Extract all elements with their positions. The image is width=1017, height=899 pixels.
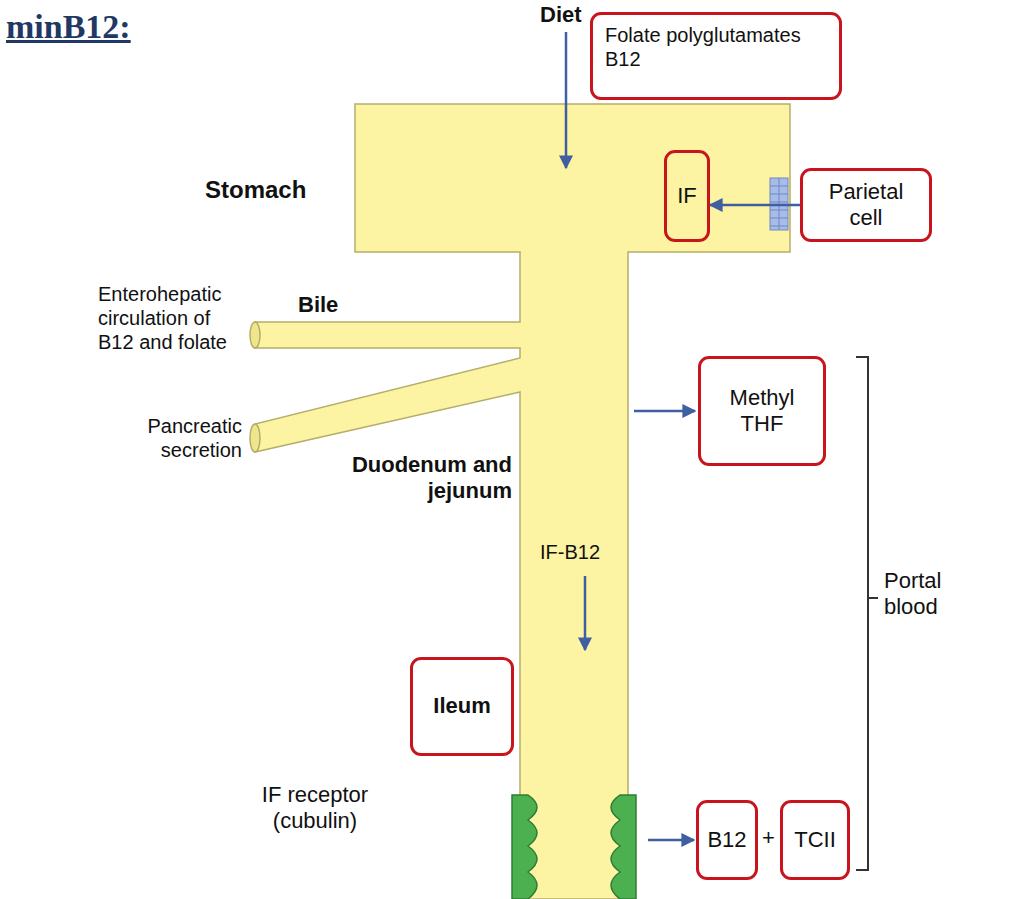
label-text: Pancreatic secretion xyxy=(122,414,242,462)
organ-label: Stomach xyxy=(205,176,306,205)
pancreatic-duct-opening xyxy=(250,424,260,452)
highlight-box: TCII xyxy=(780,800,850,880)
transit-arrow xyxy=(584,576,587,650)
highlight-box: IF xyxy=(664,150,710,242)
label-text: Stomach xyxy=(205,176,306,205)
label-text: Duodenum and jejunum xyxy=(318,452,512,505)
box-label: Folate polyglutamates B12 xyxy=(605,23,827,71)
pathway-label: Pancreatic secretion xyxy=(122,414,242,462)
highlight-box: Folate polyglutamates B12 xyxy=(590,12,842,100)
label-text: + xyxy=(762,825,775,851)
complex-label: IF-B12 xyxy=(540,540,600,564)
highlight-box: Parietal cell xyxy=(800,168,932,242)
organ-label: Duodenum and jejunum xyxy=(318,452,512,505)
cubulin-receptor xyxy=(611,795,636,899)
absorption-arrow xyxy=(634,410,695,413)
slide-title: minB12: xyxy=(6,8,131,46)
label-text: Enterohepatic circulation of B12 and fol… xyxy=(98,282,238,354)
highlight-box: B12 xyxy=(696,800,758,880)
pathway-label: Enterohepatic circulation of B12 and fol… xyxy=(98,282,238,354)
plus-sign: + xyxy=(762,825,775,851)
highlight-box: Methyl THF xyxy=(698,356,826,466)
box-label: TCII xyxy=(794,827,836,853)
secretion-arrow xyxy=(710,204,800,207)
cubulin-receptor xyxy=(512,795,537,899)
bracket-label: Portal blood xyxy=(884,568,964,621)
box-label: Ileum xyxy=(433,693,490,719)
input-label: Diet xyxy=(540,2,582,28)
diet-arrow xyxy=(565,32,568,168)
box-label: Methyl THF xyxy=(709,385,815,438)
box-label: Parietal cell xyxy=(811,179,921,232)
label-text: Diet xyxy=(540,2,582,28)
portal-bracket xyxy=(856,357,878,870)
label-text: Portal blood xyxy=(884,568,964,621)
box-label: IF xyxy=(677,183,697,209)
gut-outline xyxy=(255,104,790,899)
highlight-box: Ileum xyxy=(410,657,514,756)
label-text: IF receptor (cubulin) xyxy=(230,782,400,835)
absorption-arrow xyxy=(648,839,694,842)
bile-duct-opening xyxy=(250,322,260,348)
label-text: Bile xyxy=(298,292,338,318)
organ-label: Bile xyxy=(298,292,338,318)
label-text: IF-B12 xyxy=(540,540,600,564)
box-label: B12 xyxy=(707,827,746,853)
receptor-label: IF receptor (cubulin) xyxy=(230,782,400,835)
